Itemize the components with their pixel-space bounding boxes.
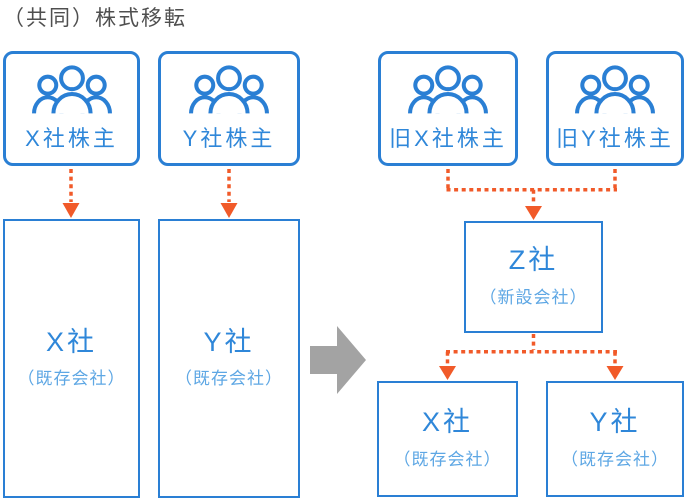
- people-group-icon: [406, 64, 490, 116]
- after-new-company-z-box: Z社 （新設会社）: [464, 221, 603, 333]
- people-group-icon: [30, 64, 114, 116]
- shareholder-label: Y社株主: [182, 126, 276, 151]
- company-label: Y社: [203, 326, 255, 357]
- company-sublabel: （新設会社）: [479, 287, 588, 307]
- company-label: Y社: [589, 407, 641, 438]
- before-company-x-box: X社 （既存会社）: [3, 219, 140, 498]
- before-shareholder-x-box: X社株主: [3, 51, 140, 166]
- company-label: Z社: [508, 245, 559, 276]
- shareholder-label: 旧X社株主: [389, 126, 507, 151]
- before-company-y-box: Y社 （既存会社）: [158, 219, 300, 498]
- company-label: X社: [421, 407, 473, 438]
- shareholder-label: 旧Y社株主: [556, 126, 674, 151]
- after-shareholder-x-box: 旧X社株主: [378, 51, 518, 166]
- company-label: X社: [45, 326, 97, 357]
- shareholder-label: X社株主: [25, 126, 118, 151]
- right-arrow-icon: [310, 326, 366, 394]
- after-company-y-box: Y社 （既存会社）: [546, 381, 684, 497]
- after-shareholder-y-box: 旧Y社株主: [546, 51, 684, 166]
- before-shareholder-y-box: Y社株主: [158, 51, 300, 166]
- after-company-x-box: X社 （既存会社）: [377, 381, 518, 497]
- people-group-icon: [187, 64, 271, 116]
- company-sublabel: （既存会社）: [175, 369, 283, 389]
- company-sublabel: （既存会社）: [561, 449, 669, 469]
- company-sublabel: （既存会社）: [17, 369, 126, 389]
- company-sublabel: （既存会社）: [393, 449, 502, 469]
- diagram-title: （共同）株式移転: [3, 7, 187, 30]
- people-group-icon: [573, 64, 657, 116]
